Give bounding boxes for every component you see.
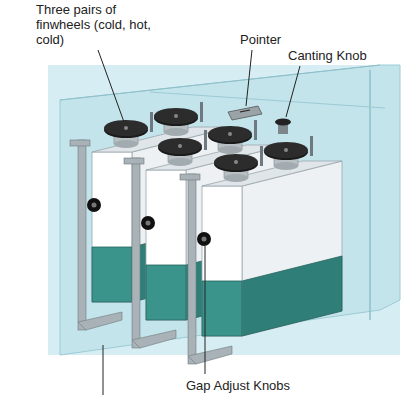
pointer (228, 106, 262, 120)
leader-line (246, 50, 252, 106)
leader-line (98, 50, 124, 122)
leader-line (286, 66, 300, 117)
finwheel-module (180, 136, 342, 364)
callout-label: Gap Adjust Knobs (186, 378, 290, 393)
canting-knob (275, 119, 291, 126)
callout-label: Three pairs of finwheels (cold, hot, col… (36, 2, 158, 47)
callout-label: Pointer (240, 32, 281, 47)
callout-label: Canting Knob (288, 48, 367, 63)
leader-line (205, 246, 206, 374)
leader-line (103, 345, 104, 395)
